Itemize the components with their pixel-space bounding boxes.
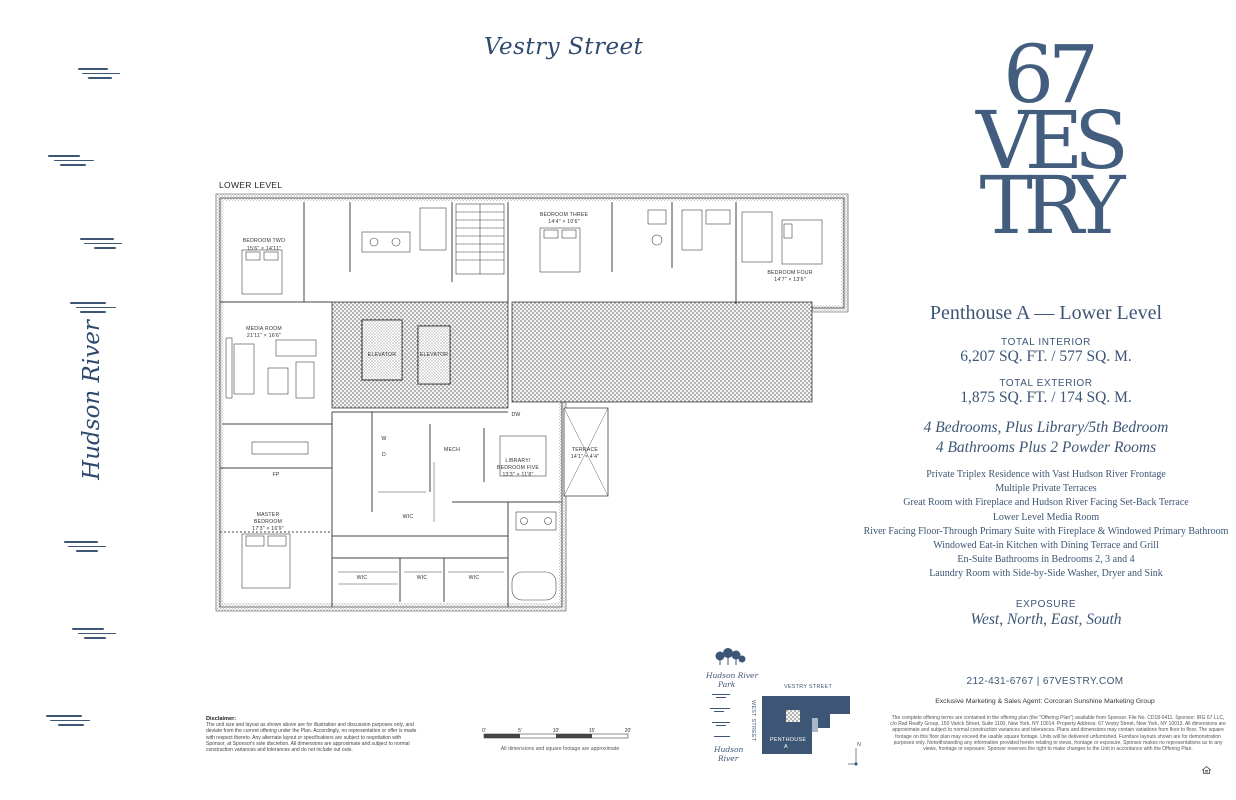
room-label-d: D [382,452,386,458]
map-label-river-2: River [717,754,739,763]
water-wave-icon [46,715,90,729]
exposure-label: EXPOSURE [1015,599,1077,610]
disclaimer-text: The unit size and layout as shown above … [206,722,417,754]
room-label-w: W [381,436,386,442]
feature-item: Lower Level Media Room [992,511,1100,523]
map-label-park: Hudson River [705,671,758,680]
room-label-elevator-2: ELEVATOR [420,352,448,358]
room-label-wic: WIC [403,514,414,520]
map-label-vestry: VESTRY STREET [784,684,832,690]
bathrooms-summary: 4 Bathrooms Plus 2 Powder Rooms [935,439,1157,456]
exterior-value: 1,875 SQ. FT. / 174 SQ. M. [960,389,1132,406]
floor-plan: BEDROOM TWO 15'6" × 14'11" BEDROOM THREE… [215,193,849,612]
compass-north: N [857,742,861,748]
water-wave-icon [64,541,106,555]
equal-housing-icon [1202,766,1211,774]
level-label: LOWER LEVEL [219,180,283,190]
water-wave-icon [70,302,116,316]
room-dim-media-room: 21'11" × 16'6" [247,333,281,339]
offering-fine-print: The complete offering terms are containe… [890,715,1226,753]
room-dim-library: 13'3" × 11'8" [502,472,533,478]
building-footprint [762,696,850,754]
room-label-master-2: BEDROOM [254,519,282,525]
staircase [455,203,505,275]
water-wave-icon [72,628,116,642]
room-label-bedroom-four: BEDROOM FOUR [767,270,812,276]
exposure-value: West, North, East, South [970,611,1122,628]
feature-item: Windowed Eat-in Kitchen with Dining Terr… [933,540,1159,552]
room-label-mech: MECH [444,447,460,453]
room-label-fp: FP [272,472,279,478]
room-dim-bedroom-two: 15'6" × 14'11" [247,246,281,252]
scale-tick: 10' [553,728,560,734]
room-label-terrace: TERRACE [572,447,599,453]
room-label-bedroom-three: BEDROOM THREE [540,212,589,218]
feature-list: Private Triplex Residence with Vast Huds… [846,468,1236,582]
room-label-wic-4: WIC [469,575,480,581]
feature-item: Laundry Room with Side-by-Side Washer, D… [929,568,1163,580]
exterior-label: TOTAL EXTERIOR [999,378,1093,389]
feature-item: Multiple Private Terraces [995,483,1097,495]
logo-line-3: TRY [979,159,1126,253]
map-label-river: Hudson [713,745,744,754]
logo-line-1: 67 [1003,28,1099,121]
logo-line-2: VES [976,93,1129,187]
feature-item: River Facing Floor-Through Primary Suite… [863,525,1229,537]
sofa-furniture [225,337,317,455]
bedrooms-summary: 4 Bedrooms, Plus Library/5th Bedroom [923,419,1169,436]
street-label-hudson-river: Hudson River [79,320,105,480]
map-label-unit-2: A [784,744,788,750]
interior-value: 6,207 SQ. FT. / 577 SQ. M. [960,348,1132,365]
room-label-master: MASTER [257,512,280,518]
room-label-library-2: BEDROOM FIVE [497,465,540,471]
room-label-elevator: ELEVATOR [368,352,396,358]
room-label-library: LIBRARY/ [505,458,531,464]
room-dim-master: 17'3" × 16'9" [252,526,284,532]
scale-tick: 20' [625,728,632,734]
tree-icon [715,648,746,665]
key-map: Hudson River Park Hudson River VESTRY ST… [705,648,861,766]
map-label-park-2: Park [717,680,736,689]
scale-bar: 0' 5' 10' 15' 20' [482,728,632,739]
room-label-dw: DW [511,412,520,418]
disclaimer-heading: Disclaimer: [206,716,237,722]
feature-item: Private Triplex Residence with Vast Huds… [926,469,1166,480]
scale-tick: 5' [518,728,522,734]
room-dim-bedroom-four: 14'7" × 13'6" [774,277,806,283]
street-label-vestry: Vestry Street [484,34,644,60]
room-label-wic-3: WIC [417,575,428,581]
terrace-area [511,301,813,403]
water-wave-icon [78,68,120,82]
feature-item: Great Room with Fireplace and Hudson Riv… [903,497,1189,509]
scale-tick: 0' [482,728,486,734]
sales-agent: Exclusive Marketing & Sales Agent: Corco… [935,698,1155,705]
water-wave-icon [48,155,94,169]
room-label-bedroom-two: BEDROOM TWO [243,238,285,244]
interior-label: TOTAL INTERIOR [1001,337,1091,348]
feature-item: En-Suite Bathrooms in Bedrooms 2, 3 and … [957,554,1135,566]
disclaimer: Disclaimer: The unit size and layout as … [206,716,420,753]
water-wave-icon [710,694,730,737]
exterior-wall [216,194,848,611]
map-label-west: WEST STREET [750,700,756,742]
bed-furniture [241,219,823,589]
scale-tick: 15' [589,728,596,734]
room-label-wic-2: WIC [357,575,368,581]
room-dim-bedroom-three: 14'4" × 10'6" [548,219,580,225]
contact-phone-link[interactable]: 212-431-6767 | 67VESTRY.COM [966,676,1124,687]
unit-title: Penthouse A — Lower Level [929,302,1163,324]
compass-icon [848,748,858,766]
bath-fixtures [361,207,773,601]
scale-note: All dimensions and square footage are ap… [500,746,620,752]
water-wave-icon [80,238,122,252]
room-label-media-room: MEDIA ROOM [246,326,282,332]
map-label-unit: PENTHOUSE [770,737,806,743]
brand-logo: 67 VES TRY [968,28,1129,253]
room-dim-terrace: 14'1" × 4'4" [571,454,599,460]
